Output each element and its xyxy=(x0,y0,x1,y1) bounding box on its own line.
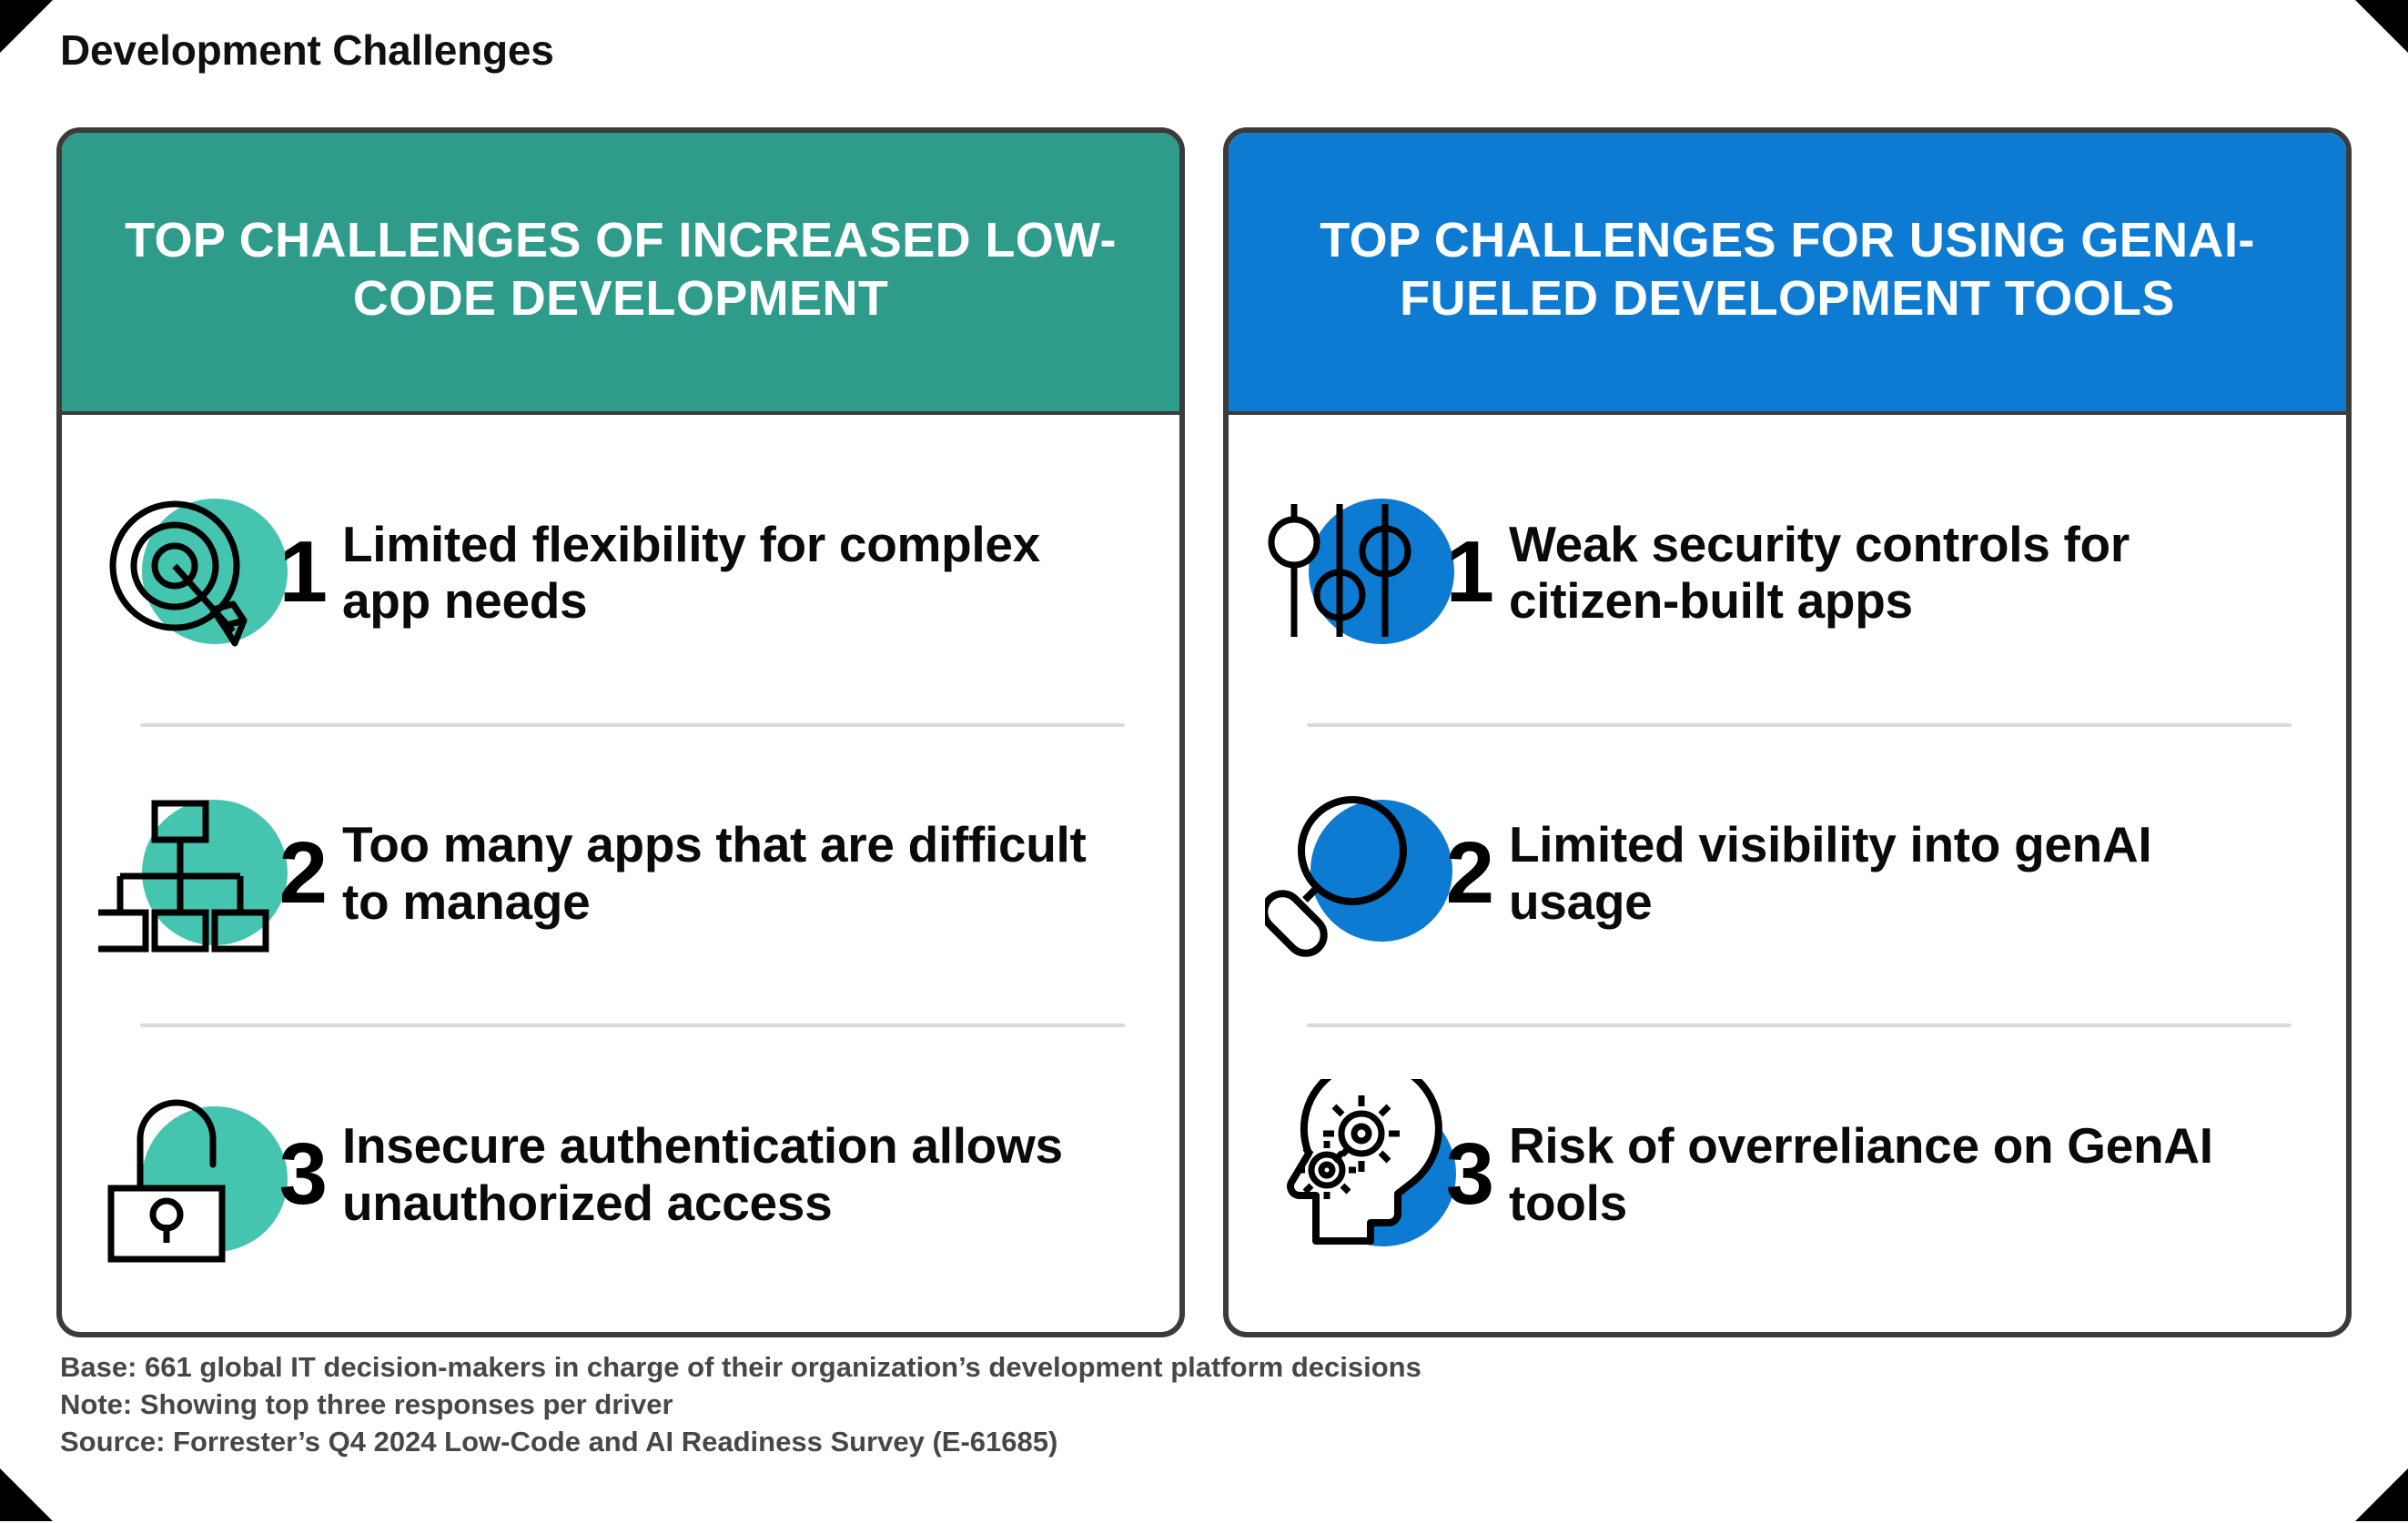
card-genai-header-text: TOP CHALLENGES FOR USING GENAI-FUELED DE… xyxy=(1320,213,2255,326)
footnote-source: Source: Forrester’s Q4 2024 Low-Code and… xyxy=(60,1426,1058,1458)
rank-number: 3 xyxy=(278,1125,328,1223)
corner-mark-top-left xyxy=(0,0,53,53)
list-item-text: Limited flexibility for complex app need… xyxy=(342,515,1040,630)
rank-number: 2 xyxy=(1445,824,1494,922)
list-item[interactable]: 3 Risk of overreliance on GenAI tools xyxy=(1265,1024,2313,1325)
magnifier-icon: 2 xyxy=(1265,778,1500,969)
open-padlock-icon: 3 xyxy=(98,1079,333,1270)
card-low-code-body: 1 Limited flexibility for complex app ne… xyxy=(62,415,1179,1332)
corner-mark-bottom-right xyxy=(2355,1468,2408,1521)
sliders-icon: 1 xyxy=(1265,477,1500,668)
list-item[interactable]: 1 Limited flexibility for complex app ne… xyxy=(98,422,1147,723)
page-title: Development Challenges xyxy=(60,26,554,74)
list-item-text: Insecure authentication allows unauthori… xyxy=(342,1116,1063,1231)
footnotes: Base: 661 global IT decision-makers in c… xyxy=(60,1348,2244,1461)
head-gears-icon: 3 xyxy=(1265,1078,1500,1270)
list-item-text: Limited visibility into genAI usage xyxy=(1509,816,2152,930)
card-low-code-header-text: TOP CHALLENGES OF INCREASED LOW-CODE DEV… xyxy=(125,213,1117,326)
card-genai: TOP CHALLENGES FOR USING GENAI-FUELED DE… xyxy=(1223,127,2352,1337)
rank-number: 3 xyxy=(1445,1125,1494,1223)
rank-number: 1 xyxy=(1445,523,1494,621)
card-genai-header: TOP CHALLENGES FOR USING GENAI-FUELED DE… xyxy=(1229,133,2346,415)
list-item[interactable]: 2 Limited visibility into genAI usage xyxy=(1265,722,2313,1024)
list-item[interactable]: 3 Insecure authentication allows unautho… xyxy=(98,1024,1147,1325)
challenge-cards-container: TOP CHALLENGES OF INCREASED LOW-CODE DEV… xyxy=(56,127,2352,1337)
corner-mark-bottom-left xyxy=(0,1468,53,1521)
footnote-base: Base: 661 global IT decision-makers in c… xyxy=(60,1351,1422,1383)
list-item-text: Weak security controls for citizen-built… xyxy=(1509,515,2130,630)
list-item-text: Risk of overreliance on GenAI tools xyxy=(1509,1116,2213,1231)
card-low-code-header: TOP CHALLENGES OF INCREASED LOW-CODE DEV… xyxy=(62,133,1179,415)
list-item[interactable]: 1 Weak security controls for citizen-bui… xyxy=(1265,422,2313,723)
card-genai-body: 1 Weak security controls for citizen-bui… xyxy=(1229,415,2346,1332)
rank-number: 2 xyxy=(278,824,328,922)
card-low-code: TOP CHALLENGES OF INCREASED LOW-CODE DEV… xyxy=(56,127,1185,1337)
org-hierarchy-icon: 2 xyxy=(98,778,333,969)
list-item-text: Too many apps that are difficult to mana… xyxy=(342,816,1087,930)
target-arrow-icon: 1 xyxy=(98,477,333,668)
list-item[interactable]: 2 Too many apps that are difficult to ma… xyxy=(98,722,1147,1024)
footnote-note: Note: Showing top three responses per dr… xyxy=(60,1388,673,1421)
corner-mark-top-right xyxy=(2355,0,2408,53)
rank-number: 1 xyxy=(278,523,328,621)
